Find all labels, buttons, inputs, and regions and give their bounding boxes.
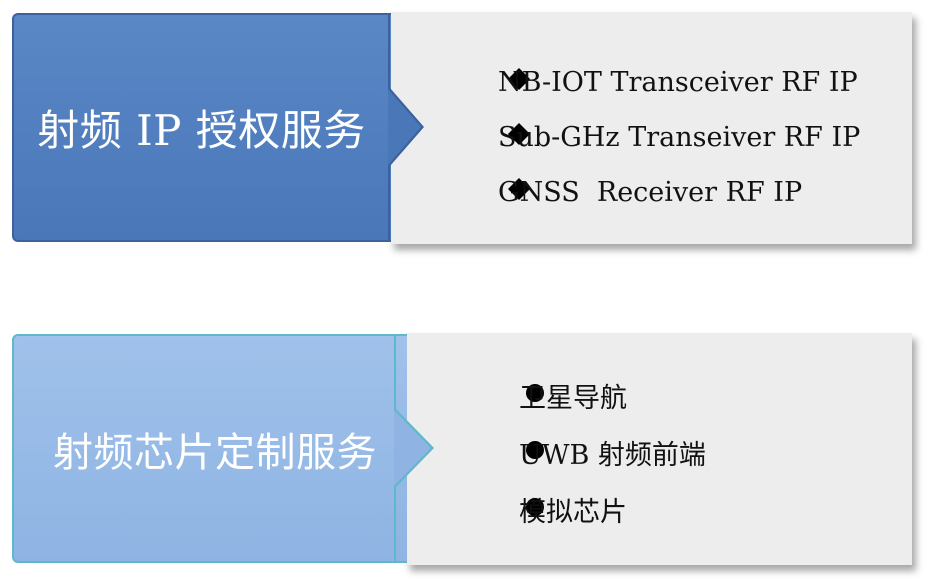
list-item: GNSS Receiver RF IP bbox=[438, 165, 860, 220]
category-title: 射频芯片定制服务 bbox=[53, 429, 377, 476]
items-panel bbox=[406, 333, 912, 565]
list-item: 模拟芯片 bbox=[455, 481, 706, 538]
list-item-label: Sub-GHz Transeiver RF IP bbox=[498, 122, 861, 153]
list-item-label: 模拟芯片 bbox=[519, 497, 627, 528]
service-list: NB-IOT Transceiver RF IP Sub-GHz Transei… bbox=[438, 55, 860, 220]
circle-bullet-icon bbox=[455, 406, 544, 499]
diamond-bullet-icon bbox=[438, 146, 530, 239]
diamond-bullet-icon bbox=[438, 91, 530, 184]
items-panel bbox=[390, 12, 912, 244]
ip-licensing-group: 射频 IP 授权服务 NB-IOT Transceiver RF IP Sub-… bbox=[0, 0, 931, 260]
list-item: 卫星导航 bbox=[455, 367, 706, 424]
list-item-label: GNSS Receiver RF IP bbox=[498, 177, 803, 208]
list-item-label: UWB 射频前端 bbox=[519, 440, 706, 471]
list-item: NB-IOT Transceiver RF IP bbox=[438, 55, 860, 110]
list-item-label: NB-IOT Transceiver RF IP bbox=[498, 67, 858, 98]
circle-bullet-icon bbox=[455, 349, 544, 442]
chip-customization-group: 射频芯片定制服务 卫星导航 UWB 射频前端 模拟芯片 bbox=[0, 320, 931, 581]
list-item-label: 卫星导航 bbox=[519, 383, 627, 414]
category-tab bbox=[12, 13, 391, 242]
tab-arrow-icon bbox=[394, 334, 434, 563]
circle-bullet-icon bbox=[455, 463, 544, 556]
service-list: 卫星导航 UWB 射频前端 模拟芯片 bbox=[455, 367, 706, 538]
category-title: 射频 IP 授权服务 bbox=[37, 106, 366, 155]
diamond-bullet-icon bbox=[438, 36, 530, 129]
list-item: UWB 射频前端 bbox=[455, 424, 706, 481]
list-item: Sub-GHz Transeiver RF IP bbox=[438, 110, 860, 165]
category-tab bbox=[12, 334, 407, 563]
tab-arrow-icon bbox=[388, 13, 424, 242]
